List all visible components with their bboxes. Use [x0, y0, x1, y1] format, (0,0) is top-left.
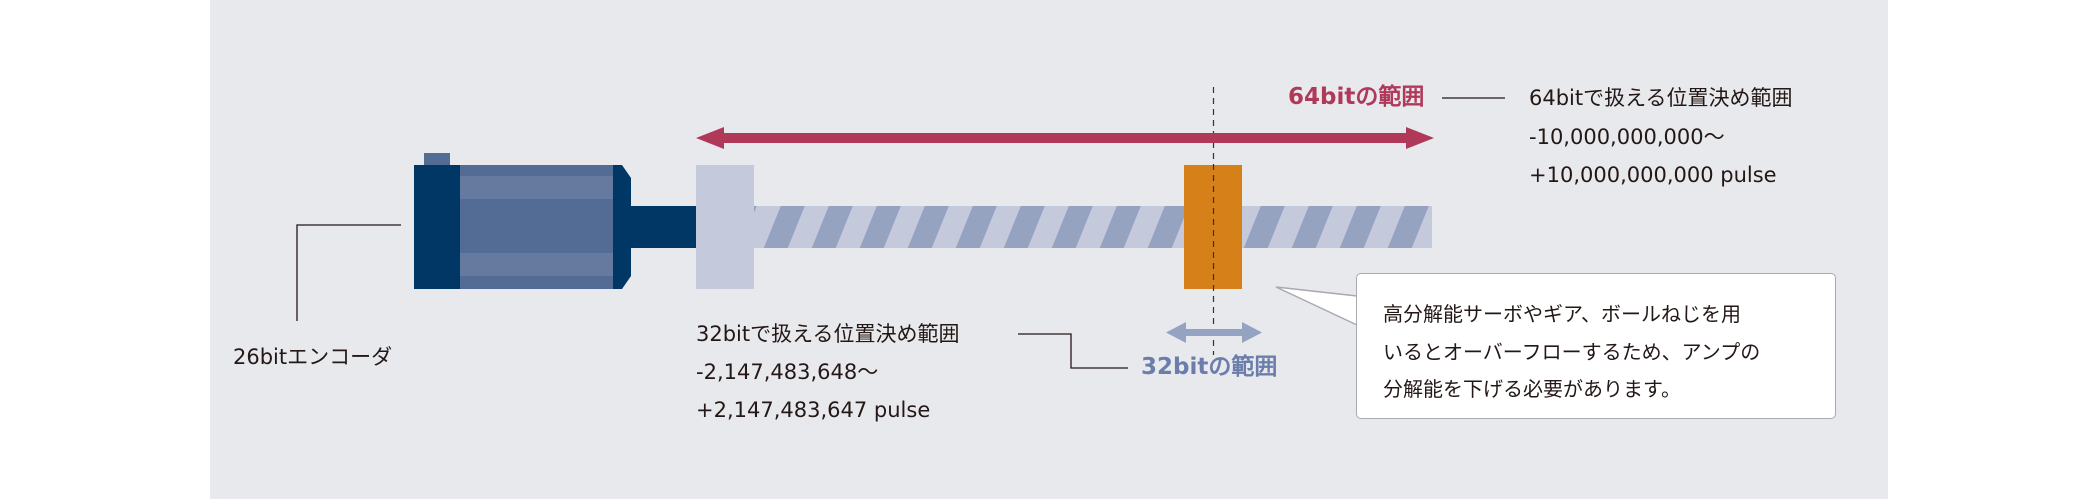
encoder-label: 26bitエンコーダ	[233, 345, 393, 369]
range-64-arrow	[696, 127, 1434, 149]
range-64-tag: 64bitの範囲	[1288, 84, 1425, 110]
range-32-tag: 32bitの範囲	[1141, 354, 1278, 380]
bearing-block	[696, 165, 754, 289]
range-64-max: +10,000,000,000 pulse	[1529, 163, 1777, 187]
servo-motor	[414, 153, 696, 289]
callout-line: 分解能を下げる必要があります。	[1383, 377, 1681, 401]
callout-line: いるとオーバーフローするため、アンプの	[1383, 340, 1761, 364]
overflow-note-callout: 高分解能サーボやギア、ボールねじを用 いるとオーバーフローするため、アンプの 分…	[1356, 273, 1836, 419]
range-64-min: -10,000,000,000〜	[1529, 125, 1725, 149]
callout-line: 高分解能サーボやギア、ボールねじを用	[1383, 302, 1741, 326]
range-64-title: 64bitで扱える位置決め範囲	[1529, 86, 1793, 110]
range-32-leader-line	[1018, 333, 1128, 369]
nut-block	[1184, 165, 1242, 289]
range-32-min: -2,147,483,648〜	[696, 360, 879, 384]
callout-pointer	[1275, 286, 1358, 327]
range-32-title: 32bitで扱える位置決め範囲	[696, 322, 960, 346]
range-32-arrow	[1166, 322, 1262, 343]
range-32-max: +2,147,483,647 pulse	[696, 398, 931, 422]
screw-shaft	[754, 206, 1432, 248]
encoder-leader-line	[296, 224, 401, 321]
